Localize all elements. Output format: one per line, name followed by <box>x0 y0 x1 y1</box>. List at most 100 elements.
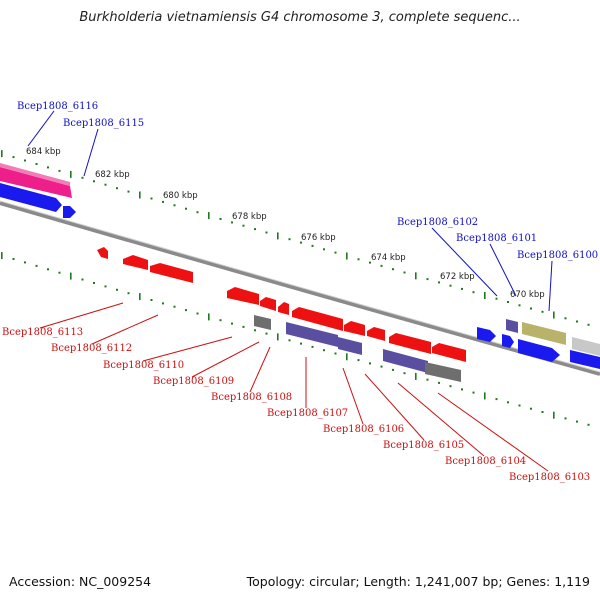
upper-scale-tick <box>58 169 61 172</box>
gene-box-blue-edge[interactable] <box>570 350 600 369</box>
chromosome-backbone-highlight <box>0 200 600 373</box>
upper-scale-tick <box>334 251 337 254</box>
gene-arrow-red-7[interactable] <box>292 307 343 331</box>
upper-scale-tick <box>403 271 406 274</box>
gene-arrow-red-11[interactable] <box>432 343 466 362</box>
reverse-labels: Bcep1808_6113 Bcep1808_6112 Bcep1808_611… <box>2 302 590 483</box>
lower-scale-tick <box>150 299 153 301</box>
upper-scale-tick <box>265 231 268 234</box>
gene-label-6115[interactable]: Bcep1808_6115 <box>63 118 144 129</box>
lower-scale-tick <box>495 398 498 401</box>
gene-arrow-red-8[interactable] <box>344 321 365 336</box>
lower-scale-tick <box>472 391 475 394</box>
gene-arrow-blue[interactable] <box>0 183 62 212</box>
gene-arrow-blue-6102a[interactable] <box>477 327 496 342</box>
forward-genes <box>0 163 600 369</box>
lower-scale-tick <box>346 353 348 361</box>
upper-scale-tick <box>530 307 532 310</box>
gene-arrow-blue-6102b[interactable] <box>502 334 514 348</box>
upper-scale-tick <box>564 317 567 320</box>
leader-line-6100 <box>548 260 553 312</box>
lower-scale-tick <box>576 420 578 423</box>
gene-arrow-blue-6100[interactable] <box>518 339 560 362</box>
upper-scale-tick <box>127 190 130 193</box>
lower-scale-tick <box>104 285 107 288</box>
upper-scale-tick <box>208 212 210 220</box>
lower-scale-tick <box>288 339 291 342</box>
gene-label-6102[interactable]: Bcep1808_6102 <box>397 217 478 228</box>
accession-text: Accession: NC_009254 <box>9 574 152 589</box>
lower-scale-tick <box>185 309 187 312</box>
leader-line-6112 <box>91 314 159 345</box>
gene-arrow-red-10[interactable] <box>389 333 431 354</box>
gene-arrow-red-6[interactable] <box>278 302 289 315</box>
gene-box-gray-6108[interactable] <box>254 315 271 330</box>
lower-scale-tick <box>426 378 429 381</box>
upper-scale-tick <box>300 241 302 244</box>
upper-scale-tick <box>484 292 486 299</box>
gene-arrow-red-9[interactable] <box>367 327 385 341</box>
upper-scale-tick <box>415 272 417 280</box>
gene-arrow-red-4[interactable] <box>227 287 259 305</box>
gene-label-6112[interactable]: Bcep1808_6112 <box>51 343 132 354</box>
lower-scale-tick <box>116 288 118 291</box>
gene-label-6107[interactable]: Bcep1808_6107 <box>267 408 348 419</box>
gene-label-6103[interactable]: Bcep1808_6103 <box>509 472 590 483</box>
leader-line-6105 <box>364 373 425 441</box>
upper-scale-tick <box>288 238 291 241</box>
upper-scale-tick <box>35 163 38 165</box>
upper-scale-tick <box>104 183 107 186</box>
lower-scale-tick <box>12 258 15 260</box>
lower-scale-tick <box>564 417 567 420</box>
upper-scale-tick <box>553 311 555 319</box>
leader-line-6106 <box>342 367 364 425</box>
gene-box-purple-6101[interactable] <box>506 319 518 333</box>
upper-scale-tick <box>150 197 153 200</box>
gene-label-6104[interactable]: Bcep1808_6104 <box>445 456 526 467</box>
lower-scale-tick <box>380 365 383 368</box>
upper-scale-tick <box>70 170 72 178</box>
gene-label-6108[interactable]: Bcep1808_6108 <box>211 392 292 403</box>
gene-label-6101[interactable]: Bcep1808_6101 <box>456 233 537 244</box>
gene-arrow-red-1[interactable] <box>97 247 108 259</box>
lower-scale-tick <box>81 278 84 281</box>
gene-box-purple-6106[interactable] <box>338 337 362 355</box>
upper-scale-tick <box>196 211 199 214</box>
gene-box-purple-6107[interactable] <box>286 322 338 347</box>
gene-label-6116[interactable]: Bcep1808_6116 <box>17 101 98 112</box>
lower-scale-tick <box>323 349 325 352</box>
gene-label-6109[interactable]: Bcep1808_6109 <box>153 376 234 387</box>
gene-label-6113[interactable]: Bcep1808_6113 <box>2 327 83 338</box>
gene-label-6110[interactable]: Bcep1808_6110 <box>103 360 184 371</box>
gene-box-purple-6105[interactable] <box>383 349 428 373</box>
gene-box-gray-6104[interactable] <box>425 362 461 382</box>
gene-label-6100[interactable]: Bcep1808_6100 <box>517 250 598 261</box>
lower-scale-tick <box>139 293 141 301</box>
leader-line-6104 <box>397 382 485 457</box>
upper-scale-tick <box>369 261 371 264</box>
gene-arrow-blue-small[interactable] <box>63 206 76 218</box>
gene-arrow-red-3[interactable] <box>150 263 193 283</box>
gene-arrow-pink[interactable] <box>0 167 72 198</box>
lower-scale-tick <box>311 345 314 348</box>
gene-arrow-red-2[interactable] <box>123 255 148 270</box>
gene-label-6105[interactable]: Bcep1808_6105 <box>383 440 464 451</box>
scale-label-680: 680 kbp <box>163 191 198 201</box>
gene-label-6106[interactable]: Bcep1808_6106 <box>323 424 404 435</box>
gene-arrow-red-5[interactable] <box>260 297 276 311</box>
gene-box-lightgray[interactable] <box>572 337 600 356</box>
upper-scale-tick <box>541 310 544 313</box>
lower-scale-tick <box>300 342 302 345</box>
lower-scale-tick <box>553 411 555 419</box>
lower-scale-tick <box>541 411 544 413</box>
upper-scale-tick <box>93 180 95 183</box>
upper-scale-tick <box>116 187 118 190</box>
lower-scale-tick <box>518 404 521 407</box>
upper-scale-tick <box>346 252 348 260</box>
lower-scale-tick <box>415 372 417 380</box>
lower-scale-tick <box>35 264 38 267</box>
upper-scale-tick <box>81 176 84 179</box>
leader-line-6101 <box>489 243 517 297</box>
gene-box-olive[interactable] <box>522 322 566 345</box>
upper-scale-tick <box>139 191 141 199</box>
